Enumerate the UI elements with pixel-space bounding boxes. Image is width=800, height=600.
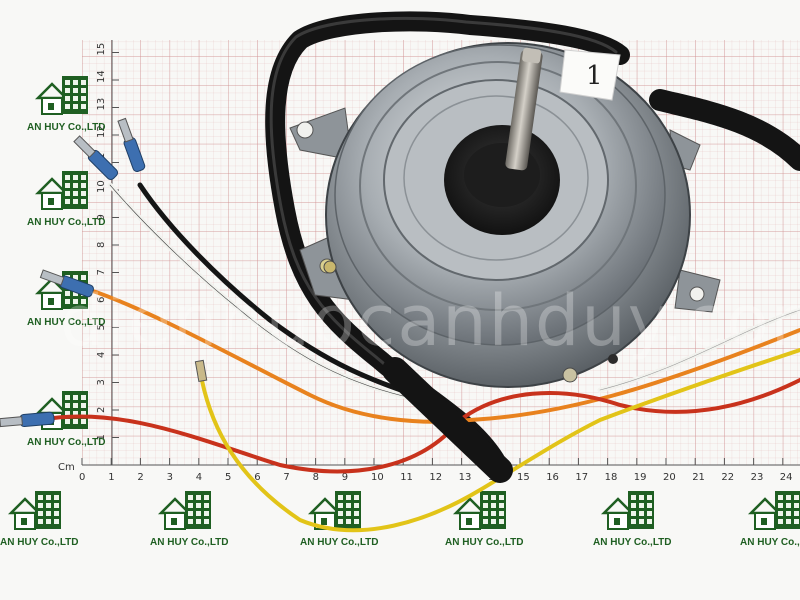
company-name-text: AN HUY Co.,LTD [27, 217, 106, 228]
ruler-x-label: 9 [342, 472, 348, 483]
ruler-x-label: 7 [283, 472, 289, 483]
ruler-y-label: 10 [96, 180, 107, 193]
ruler-x-label: 15 [517, 472, 530, 483]
ruler-x-label: 1 [108, 472, 114, 483]
ruler-x-label: 21 [692, 472, 705, 483]
ruler-y-label: 12 [96, 125, 107, 138]
ruler-x-label: 6 [254, 472, 260, 483]
ruler-x-label: 13 [459, 472, 472, 483]
logo-column-left: AN HUY Co.,LTD AN HUY Co.,LTD AN HUY Co.,L… [27, 76, 106, 448]
ruler-y-label: 15 [96, 43, 107, 56]
ruler-y-label: 9 [96, 214, 107, 220]
ruler-x-label: 24 [780, 472, 793, 483]
company-name-text: AN HUY Co.,LTD [27, 437, 106, 448]
ruler-y-label: 6 [96, 297, 107, 303]
company-name-text: AN HUY Co.,LTD [740, 537, 800, 548]
company-name-text: AN HUY Co.,LTD [27, 317, 106, 328]
ruler-x-label: 4 [196, 472, 202, 483]
lead-wires [38, 182, 800, 533]
company-name-text: AN HUY Co.,LTD [593, 537, 672, 548]
fan-motor: 1 [289, 42, 721, 388]
company-logo: AN HUY Co.,LTD [593, 491, 672, 548]
ruler-y-label: 8 [96, 242, 107, 248]
ruler-y-label: 5 [96, 324, 107, 330]
ruler-x-label: 20 [663, 472, 676, 483]
company-logo: AN HUY Co.,LTD [445, 491, 524, 548]
ruler-y-label: 2 [96, 407, 107, 413]
wire-connectors [0, 117, 208, 428]
ruler-x-label: 17 [575, 472, 588, 483]
shaft-tag-text: 1 [586, 61, 603, 91]
ruler-unit-label: Cm [58, 462, 75, 473]
ruler-y-label: 1 [96, 434, 107, 440]
ruler-y-label: 13 [96, 98, 107, 111]
company-name-text: AN HUY Co.,LTD [27, 122, 106, 133]
ruler-x-label: 19 [634, 472, 647, 483]
company-name-text: AN HUY Co.,LTD [300, 537, 379, 548]
company-logo: AN HUY Co.,LTD [740, 491, 800, 548]
ruler-x-label: 22 [721, 472, 734, 483]
company-logo: AN HUY Co.,LTD [300, 491, 379, 548]
ruler-y-label: 3 [96, 379, 107, 385]
ruler-y-label: 14 [96, 70, 107, 83]
ruler-x-label: 18 [605, 472, 618, 483]
company-name-text: AN HUY Co.,LTD [0, 537, 79, 548]
ruler-y-label: 7 [96, 269, 107, 275]
watermark-text: diennuocanhduy.com [60, 280, 800, 362]
ruler-x-label: 3 [167, 472, 173, 483]
company-name-text: AN HUY Co.,LTD [150, 537, 229, 548]
company-name-text: AN HUY Co.,LTD [445, 537, 524, 548]
ruler-x-label: 5 [225, 472, 231, 483]
ruler-x-label: 23 [751, 472, 764, 483]
company-logo: AN HUY Co.,LTD [150, 491, 229, 548]
ruler-x-label: 16 [546, 472, 559, 483]
ruler-x-label: 0 [79, 472, 85, 483]
company-logo: AN HUY Co.,LTD [27, 171, 106, 228]
ruler-x-label: 8 [313, 472, 319, 483]
logo-row-bottom: AN HUY Co.,LTD AN HUY Co.,LTD AN HUY Co.,L… [0, 491, 800, 548]
ruler-x-label: 12 [429, 472, 442, 483]
company-logo: AN HUY Co.,LTD [0, 491, 79, 548]
ruler-x-label: 10 [371, 472, 384, 483]
ruler-x-label: 11 [400, 472, 413, 483]
ruler-x-label: 2 [137, 472, 143, 483]
ruler-y-label: 4 [96, 352, 107, 358]
company-logo: AN HUY Co.,LTD [27, 76, 106, 133]
